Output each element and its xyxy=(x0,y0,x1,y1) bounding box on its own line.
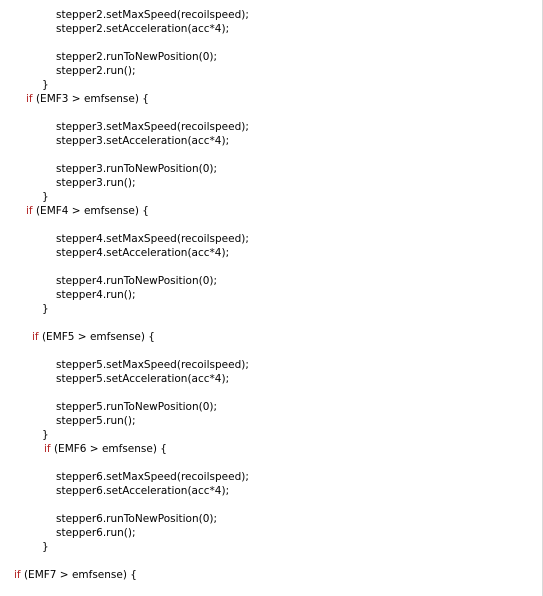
code-line-text: stepper4.run(); xyxy=(56,289,136,301)
code-line-brace: } xyxy=(42,190,49,204)
code-line: stepper6.setAcceleration(acc*4); xyxy=(56,484,229,498)
code-line: stepper2.run(); xyxy=(56,64,136,78)
code-line-if: if (EMF5 > emfsense) { xyxy=(32,330,155,344)
code-line-text: stepper6.setMaxSpeed(recoilspeed); xyxy=(56,471,249,483)
code-line-text: stepper6.setAcceleration(acc*4); xyxy=(56,485,230,497)
code-line-keyword: if xyxy=(14,569,21,581)
code-line: stepper2.setAcceleration(acc*4); xyxy=(56,22,229,36)
code-line: stepper5.setMaxSpeed(recoilspeed); xyxy=(56,358,249,372)
code-line-if: if (EMF6 > emfsense) { xyxy=(44,442,167,456)
code-line-text: (EMF6 > emfsense) { xyxy=(50,443,167,455)
code-line-text: stepper4.setMaxSpeed(recoilspeed); xyxy=(56,233,249,245)
code-line-text: stepper4.runToNewPosition(0); xyxy=(56,275,218,287)
code-line: stepper6.setMaxSpeed(recoilspeed); xyxy=(56,470,249,484)
code-line: stepper2.setMaxSpeed(recoilspeed); xyxy=(56,8,249,22)
code-line-brace: } xyxy=(42,302,49,316)
code-line-text: } xyxy=(42,191,49,203)
code-line: stepper4.runToNewPosition(0); xyxy=(56,274,217,288)
code-line-if: if (EMF4 > emfsense) { xyxy=(26,204,149,218)
code-line-text: (EMF5 > emfsense) { xyxy=(38,331,155,343)
code-line-text: stepper5.setAcceleration(acc*4); xyxy=(56,373,230,385)
code-line-if: if (EMF7 > emfsense) { xyxy=(14,568,137,582)
code-line: stepper4.setMaxSpeed(recoilspeed); xyxy=(56,232,249,246)
code-line-text: } xyxy=(42,303,49,315)
code-line-text: stepper3.runToNewPosition(0); xyxy=(56,163,218,175)
code-line-text: stepper6.runToNewPosition(0); xyxy=(56,513,218,525)
code-line-text: (EMF7 > emfsense) { xyxy=(20,569,137,581)
code-line-keyword: if xyxy=(32,331,39,343)
code-line: stepper3.setAcceleration(acc*4); xyxy=(56,134,229,148)
code-line: stepper3.run(); xyxy=(56,176,136,190)
code-line-text: stepper5.runToNewPosition(0); xyxy=(56,401,218,413)
code-line-text: } xyxy=(42,79,49,91)
code-line: stepper6.run(); xyxy=(56,526,136,540)
code-line-keyword: if xyxy=(26,93,33,105)
code-line-text: } xyxy=(42,429,49,441)
code-line: stepper3.runToNewPosition(0); xyxy=(56,162,217,176)
code-line-keyword: if xyxy=(26,205,33,217)
code-line-brace: } xyxy=(42,540,49,554)
code-line-text: stepper3.setAcceleration(acc*4); xyxy=(56,135,230,147)
code-line: stepper5.setAcceleration(acc*4); xyxy=(56,372,229,386)
code-line: stepper6.runToNewPosition(0); xyxy=(56,512,217,526)
code-line: stepper5.run(); xyxy=(56,414,136,428)
code-line-if: if (EMF3 > emfsense) { xyxy=(26,92,149,106)
code-line: stepper2.runToNewPosition(0); xyxy=(56,50,217,64)
code-line-text: stepper5.setMaxSpeed(recoilspeed); xyxy=(56,359,249,371)
code-line-text: (EMF3 > emfsense) { xyxy=(32,93,149,105)
code-line-brace: } xyxy=(42,428,49,442)
code-line: stepper4.setAcceleration(acc*4); xyxy=(56,246,229,260)
code-line-text: stepper4.setAcceleration(acc*4); xyxy=(56,247,230,259)
code-line: stepper4.run(); xyxy=(56,288,136,302)
code-line-text: stepper3.run(); xyxy=(56,177,136,189)
code-line: stepper5.runToNewPosition(0); xyxy=(56,400,217,414)
code-line-text: (EMF4 > emfsense) { xyxy=(32,205,149,217)
code-line: stepper3.setMaxSpeed(recoilspeed); xyxy=(56,120,249,134)
code-line-text: stepper3.setMaxSpeed(recoilspeed); xyxy=(56,121,249,133)
code-line-keyword: if xyxy=(44,443,51,455)
code-line-brace: } xyxy=(42,78,49,92)
code-line-text: } xyxy=(42,541,49,553)
code-line-text: stepper2.runToNewPosition(0); xyxy=(56,51,218,63)
code-line-text: stepper2.setMaxSpeed(recoilspeed); xyxy=(56,9,249,21)
code-line-text: stepper6.run(); xyxy=(56,527,136,539)
code-line-text: stepper5.run(); xyxy=(56,415,136,427)
code-line-text: stepper2.setAcceleration(acc*4); xyxy=(56,23,230,35)
code-line-text: stepper2.run(); xyxy=(56,65,136,77)
